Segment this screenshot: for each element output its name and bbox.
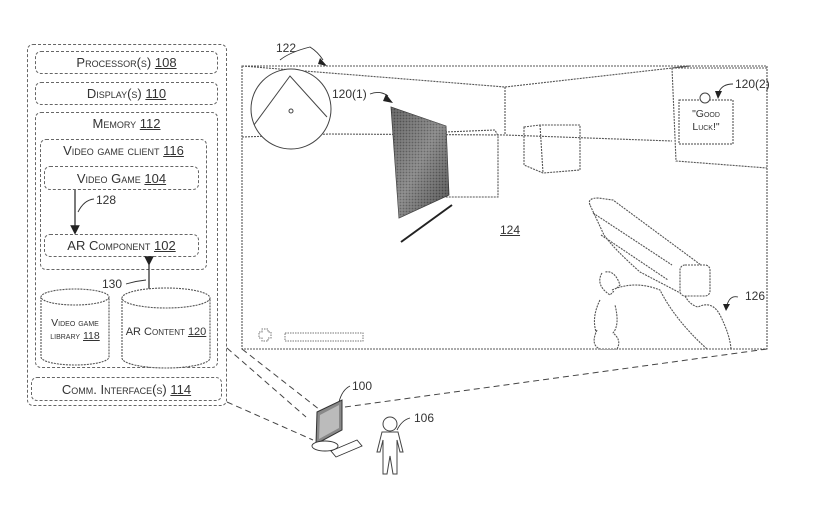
world-ref-label: 124 [500, 223, 521, 237]
user-ref-label: 106 [414, 411, 435, 425]
ar-content-cylinder [121, 287, 211, 369]
leader-130 [125, 279, 147, 285]
screen-ref-label: 122 [276, 41, 297, 55]
display-ref: 110 [145, 86, 167, 101]
video-game-library-cylinder [40, 288, 110, 366]
hand-ref-label: 126 [745, 289, 766, 303]
ar-object-panel-shade [391, 107, 449, 218]
sign-text: "Good Luck!" [692, 108, 720, 133]
client-ref: 116 [163, 143, 184, 158]
arrow-128-label: 128 [96, 193, 117, 207]
arrow-120-1-head [383, 94, 393, 103]
leader-100 [338, 385, 351, 403]
display-box: Display(s) 110 [35, 82, 218, 105]
hud-crosshair-icon [258, 328, 272, 342]
arrow-130-label: 130 [102, 277, 123, 291]
hand-controller [588, 197, 732, 350]
user-figure [376, 416, 404, 475]
ar-component-label: AR Component [67, 238, 151, 253]
leader-120-2 [718, 83, 734, 93]
leader-128 [77, 198, 95, 213]
memory-ref: 112 [139, 116, 161, 131]
comm-ref: 114 [170, 381, 192, 397]
video-game-label: Video Game [76, 170, 141, 186]
ar-component-ref: 102 [153, 238, 176, 253]
comm-interface-box: Comm. Interface(s) 114 [31, 377, 222, 401]
video-game-box: Video Game 104 [44, 166, 199, 190]
minimap [250, 68, 332, 150]
processor-box: Processor(s) 108 [35, 51, 218, 74]
ar-component-box: AR Component 102 [44, 234, 199, 257]
ar-content-label: AR Content 120 [125, 326, 207, 338]
device-block [27, 44, 227, 406]
ar-sign [678, 92, 734, 145]
arrow-126-head [723, 304, 730, 311]
video-game-ref: 104 [144, 170, 167, 186]
library-label: Video game library 118 [50, 317, 100, 342]
ar-object-1-ref-label: 120(1) [332, 87, 367, 101]
display-label: Display(s) [86, 86, 142, 101]
projection-lines [226, 347, 768, 441]
device-ref-label: 100 [352, 379, 373, 393]
memory-label: Memory [92, 116, 137, 131]
arrow-120-2-head [715, 91, 722, 99]
monitor [311, 399, 363, 458]
leader-106 [396, 417, 411, 431]
processor-ref: 108 [154, 55, 177, 70]
comm-label: Comm. Interface(s) [61, 381, 167, 397]
hud-health-bar[interactable] [284, 332, 364, 342]
ar-object-2-ref-label: 120(2) [735, 77, 770, 91]
ar-object-shadow [400, 204, 453, 243]
processor-label: Processor(s) [76, 55, 152, 70]
leader-126 [726, 296, 739, 306]
leader-122 [279, 46, 324, 61]
client-label: Video game client [63, 143, 160, 158]
arrow-122-head [318, 58, 327, 66]
